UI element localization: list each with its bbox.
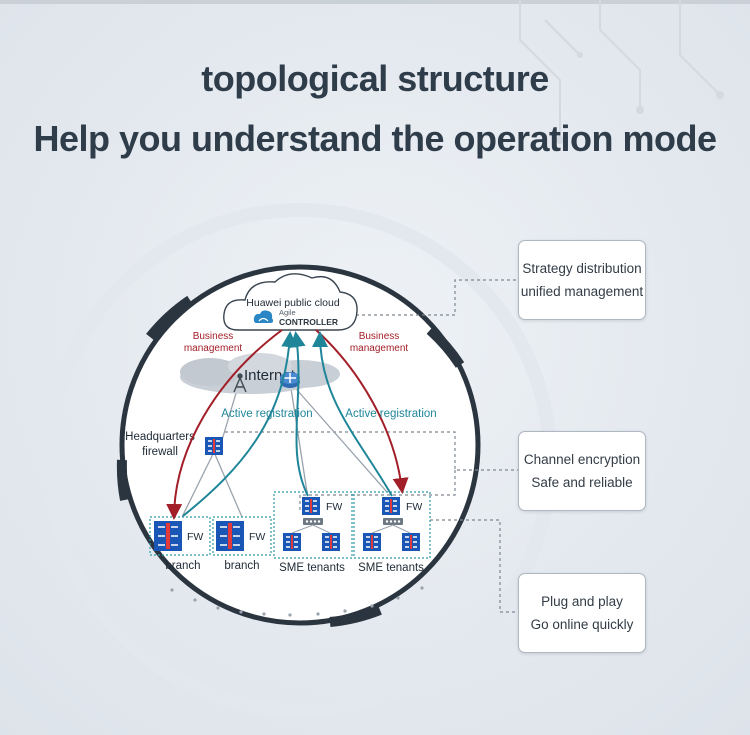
sme-box-2 bbox=[353, 491, 431, 559]
callout-line1: Strategy distribution bbox=[522, 261, 642, 276]
sme-box-1 bbox=[273, 491, 353, 559]
page-subtitle: Help you understand the operation mode bbox=[33, 118, 717, 159]
sme-label-1: SME tenants bbox=[279, 562, 345, 574]
hq-label-line2: firewall bbox=[142, 446, 178, 458]
callout-line2: unified management bbox=[520, 284, 644, 299]
sme-label-2: SME tenants bbox=[358, 562, 424, 574]
controller-name: CONTROLLER bbox=[279, 317, 338, 327]
business-label-left-1: Business bbox=[193, 331, 234, 342]
branch-label-2: branch bbox=[224, 560, 259, 572]
fw-label: FW bbox=[249, 531, 265, 543]
business-label-right-2: management bbox=[350, 343, 409, 354]
fw-label: FW bbox=[406, 501, 422, 513]
business-label-right-1: Business bbox=[359, 331, 400, 342]
top-border bbox=[0, 0, 750, 4]
business-arrow-right bbox=[315, 329, 409, 494]
controller-prefix: Agile bbox=[279, 308, 296, 317]
fw-label: FW bbox=[187, 531, 203, 543]
callout-encryption: Channel encryption Safe and reliable bbox=[518, 431, 646, 511]
business-arrow-left bbox=[166, 329, 283, 520]
callout-line1: Channel encryption bbox=[523, 452, 641, 467]
branch-box-1 bbox=[149, 516, 211, 556]
hq-label-line1: Headquarters bbox=[125, 431, 195, 443]
callout-plug-and-play: Plug and play Go online quickly bbox=[518, 573, 646, 653]
page-title: topological structure bbox=[201, 58, 549, 99]
callout-line2: Go online quickly bbox=[530, 617, 634, 632]
business-label-left-2: management bbox=[184, 343, 243, 354]
fw-label: FW bbox=[326, 501, 342, 513]
registration-label-left: Active registration bbox=[221, 408, 312, 420]
callout-connectors bbox=[225, 279, 518, 613]
controller-logo-icon bbox=[253, 310, 274, 323]
cloud-label: Huawei public cloud bbox=[246, 297, 340, 309]
registration-arrow-mid bbox=[289, 331, 309, 497]
branch-label-1: branch bbox=[165, 560, 200, 572]
callout-line1: Plug and play bbox=[541, 594, 623, 609]
network-links bbox=[181, 379, 388, 518]
registration-arrow-left bbox=[182, 331, 298, 517]
callout-line2: Safe and reliable bbox=[531, 475, 633, 490]
registration-label-right: Active registration bbox=[345, 408, 436, 420]
registration-arrow-right bbox=[312, 331, 393, 497]
branch-box-2 bbox=[212, 516, 272, 556]
hq-firewall-icon bbox=[204, 436, 224, 456]
antenna-icon bbox=[233, 373, 247, 393]
callout-strategy: Strategy distribution unified management bbox=[518, 240, 646, 320]
